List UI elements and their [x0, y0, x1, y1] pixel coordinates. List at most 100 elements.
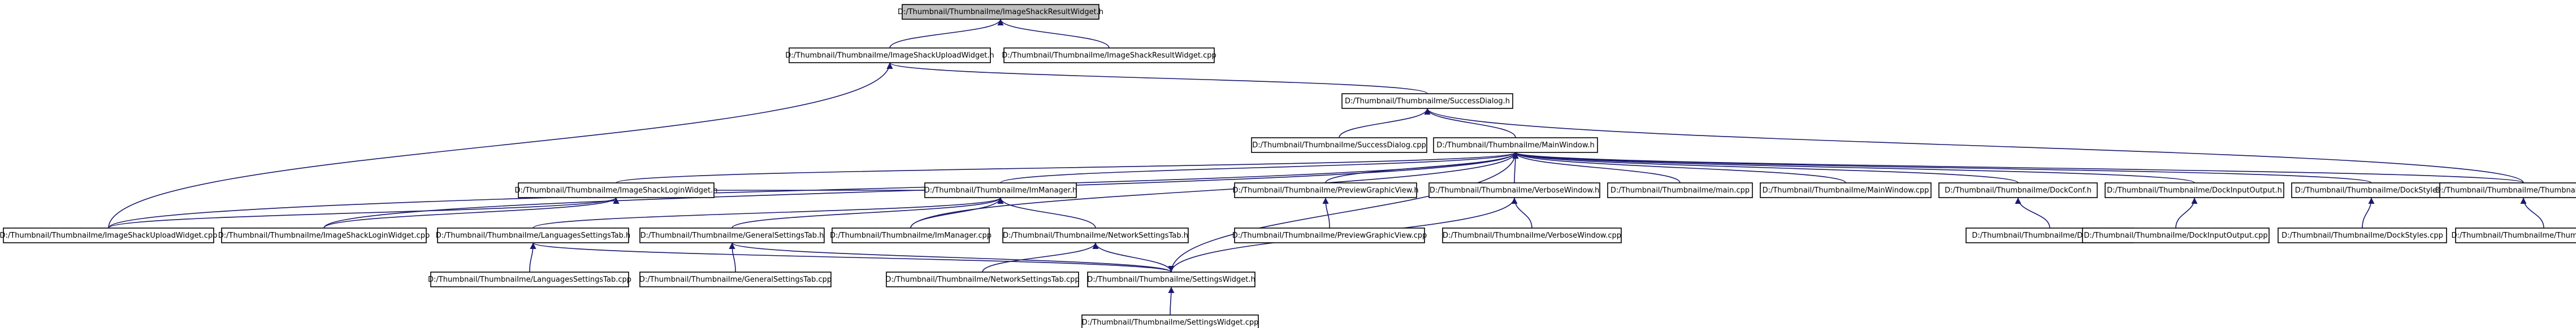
svg-text:D:/Thumbnail/ThumbnaiIme/Setti: D:/Thumbnail/ThumbnaiIme/SettingsWidget.… — [1082, 318, 1259, 327]
svg-text:D:/Thumbnail/ThumbnaiIme/DockI: D:/Thumbnail/ThumbnaiIme/DockInputOutput… — [2107, 186, 2282, 195]
svg-text:D:/Thumbnail/ThumbnaiIme/Netwo: D:/Thumbnail/ThumbnaiIme/NetworkSettings… — [885, 275, 1079, 284]
edge-n5-to-n3 — [1424, 108, 1516, 138]
edge-n16-to-n1 — [108, 62, 893, 229]
svg-text:D:/Thumbnail/ThumbnaiIme/Image: D:/Thumbnail/ThumbnaiIme/ImageShackLogin… — [218, 231, 430, 240]
edge-n22-to-n8 — [1322, 197, 1330, 229]
node-verbosewindow-h[interactable]: D:/Thumbnail/ThumbnaiIme/VerboseWindow.h — [1428, 182, 1600, 198]
svg-text:D:/Thumbnail/ThumbnaiIme/Previ: D:/Thumbnail/ThumbnaiIme/PreviewGraphicV… — [1232, 186, 1418, 195]
svg-text:D:/Thumbnail/ThumbnaiIme/DockS: D:/Thumbnail/ThumbnaiIme/DockStyles.h — [2295, 186, 2448, 195]
edge-n28-to-n19 — [729, 242, 1172, 273]
node-dockinputoutput-h[interactable]: D:/Thumbnail/ThumbnaiIme/DockInputOutput… — [2105, 182, 2284, 198]
edge-n1-to-n0 — [889, 19, 1004, 49]
svg-text:D:/Thumbnail/ThumbnaiIme/Gener: D:/Thumbnail/ThumbnaiIme/GeneralSettings… — [639, 275, 832, 284]
node-dockstyles-cpp[interactable]: D:/Thumbnail/ThumbnaiIme/DockStyles.cpp — [2278, 228, 2447, 243]
edge-n17-to-n6 — [323, 197, 620, 229]
node-immanager-h[interactable]: D:/Thumbnail/ThumbnaiIme/ImManager.h — [924, 182, 1077, 198]
svg-text:D:/Thumbnail/ThumbnaiIme/Langu: D:/Thumbnail/ThumbnaiIme/LanguagesSettin… — [436, 231, 631, 240]
svg-text:D:/Thumbnail/ThumbnaiIme/DockS: D:/Thumbnail/ThumbnaiIme/DockStyles.cpp — [2281, 231, 2443, 240]
node-imageshackuploadwidget-h[interactable]: D:/Thumbnail/ThumbnaiIme/ImageShackUploa… — [785, 47, 994, 63]
node-dockconf-h[interactable]: D:/Thumbnail/ThumbnaiIme/DockConf.h — [1938, 182, 2098, 198]
node-thumbnailengine-cpp[interactable]: D:/Thumbnail/ThumbnaiIme/ThumbnailEngine… — [2451, 228, 2576, 243]
edge-n4-to-n3 — [1339, 108, 1431, 138]
svg-text:D:/Thumbnail/ThumbnaiIme/Image: D:/Thumbnail/ThumbnaiIme/ImageShackLogin… — [514, 186, 717, 195]
node-languagessettingstab-cpp[interactable]: D:/Thumbnail/ThumbnaiIme/LanguagesSettin… — [428, 272, 631, 287]
node-main-cpp[interactable]: D:/Thumbnail/ThumbnaiIme/main.cpp — [1607, 182, 1753, 198]
edge-n2-to-n0 — [997, 19, 1110, 49]
svg-text:D:/Thumbnail/ThumbnaiIme/main.: D:/Thumbnail/ThumbnaiIme/main.cpp — [1610, 186, 1750, 195]
node-dockinputoutput-cpp[interactable]: D:/Thumbnail/ThumbnaiIme/DockInputOutput… — [2082, 228, 2270, 243]
edge-n21-to-n7 — [997, 197, 1096, 229]
svg-text:D:/Thumbnail/ThumbnaiIme/ImMan: D:/Thumbnail/ThumbnaiIme/ImManager.h — [924, 186, 1077, 195]
node-previewgraphicview-cpp[interactable]: D:/Thumbnail/ThumbnaiIme/PreviewGraphicV… — [1232, 228, 1427, 243]
node-settingswidget-cpp[interactable]: D:/Thumbnail/ThumbnaiIme/SettingsWidget.… — [1081, 314, 1259, 328]
edge-n14-to-n5 — [1513, 152, 2372, 183]
node-immanager-cpp[interactable]: D:/Thumbnail/ThumbnaiIme/ImManager.cpp — [830, 228, 992, 243]
node-successdialog-h[interactable]: D:/Thumbnail/ThumbnaiIme/SuccessDialog.h — [1341, 93, 1513, 109]
node-networksettingstab-cpp[interactable]: D:/Thumbnail/ThumbnaiIme/NetworkSettings… — [885, 272, 1080, 287]
edge-n24-to-n12 — [2015, 197, 2050, 229]
node-imageshackuploadwidget-cpp[interactable]: D:/Thumbnail/ThumbnaiIme/ImageShackUploa… — [0, 228, 217, 243]
node-previewgraphicview-h[interactable]: D:/Thumbnail/ThumbnaiIme/PreviewGraphicV… — [1232, 182, 1419, 198]
svg-text:D:/Thumbnail/ThumbnaiIme/ImMan: D:/Thumbnail/ThumbnaiIme/ImManager.cpp — [830, 231, 992, 240]
node-generalsettingstab-h[interactable]: D:/Thumbnail/ThumbnaiIme/GeneralSettings… — [639, 228, 825, 243]
svg-text:D:/Thumbnail/ThumbnaiIme/Verbo: D:/Thumbnail/ThumbnaiIme/VerboseWindow.c… — [1443, 231, 1621, 240]
svg-text:D:/Thumbnail/ThumbnaiIme/MainW: D:/Thumbnail/ThumbnaiIme/MainWindow.h — [1436, 141, 1594, 150]
node-dockstyles-h[interactable]: D:/Thumbnail/ThumbnaiIme/DockStyles.h — [2291, 182, 2452, 198]
edge-n15-to-n3 — [1424, 108, 2524, 183]
node-imageshackresultwidget-h[interactable]: D:/Thumbnail/ThumbnaiIme/ImageShackResul… — [898, 4, 1103, 20]
svg-text:D:/Thumbnail/ThumbnaiIme/Langu: D:/Thumbnail/ThumbnaiIme/LanguagesSettin… — [428, 275, 631, 284]
edge-n25-to-n13 — [2175, 197, 2198, 229]
svg-text:D:/Thumbnail/ThumbnaiIme/Thumb: D:/Thumbnail/ThumbnaiIme/ThumbnailEngine… — [2451, 231, 2576, 240]
edge-n11-to-n5 — [1512, 152, 1846, 183]
svg-text:D:/Thumbnail/ThumbnaiIme/Succe: D:/Thumbnail/ThumbnaiIme/SuccessDialog.c… — [1252, 141, 1426, 150]
node-imageshackloginwidget-h[interactable]: D:/Thumbnail/ThumbnaiIme/ImageShackLogin… — [514, 182, 718, 198]
svg-text:D:/Thumbnail/ThumbnaiIme/Verbo: D:/Thumbnail/ThumbnaiIme/VerboseWindow.h — [1430, 186, 1600, 195]
edge-n10-to-n5 — [1512, 152, 1681, 183]
svg-text:D:/Thumbnail/ThumbnaiIme/Image: D:/Thumbnail/ThumbnaiIme/ImageShackResul… — [898, 8, 1103, 16]
svg-text:D:/Thumbnail/ThumbnaiIme/Previ: D:/Thumbnail/ThumbnaiIme/PreviewGraphicV… — [1232, 231, 1427, 240]
edge-n29-to-n18 — [529, 242, 536, 273]
edge-n15-to-n5 — [1513, 152, 2524, 183]
edge-n16-to-n6 — [108, 197, 620, 229]
svg-text:D:/Thumbnail/ThumbnaiIme/Image: D:/Thumbnail/ThumbnaiIme/ImageShackResul… — [1002, 51, 1216, 60]
node-mainwindow-cpp[interactable]: D:/Thumbnail/ThumbnaiIme/MainWindow.cpp — [1760, 182, 1932, 198]
svg-text:D:/Thumbnail/ThumbnaiIme/Gener: D:/Thumbnail/ThumbnaiIme/GeneralSettings… — [640, 231, 824, 240]
node-imageshackresultwidget-cpp[interactable]: D:/Thumbnail/ThumbnaiIme/ImageShackResul… — [1002, 47, 1216, 63]
svg-text:D:/Thumbnail/ThumbnaiIme/Thumb: D:/Thumbnail/ThumbnaiIme/ThumbnailEngine… — [2435, 186, 2576, 195]
svg-text:D:/Thumbnail/ThumbnaiIme/Setti: D:/Thumbnail/ThumbnaiIme/SettingsWidget.… — [1087, 275, 1255, 284]
edge-n6-to-n5 — [616, 152, 1518, 183]
svg-text:D:/Thumbnail/ThumbnaiIme/Succe: D:/Thumbnail/ThumbnaiIme/SuccessDialog.h — [1345, 97, 1510, 106]
node-generalsettingstab-cpp[interactable]: D:/Thumbnail/ThumbnaiIme/GeneralSettings… — [639, 272, 832, 287]
node-settingswidget-h[interactable]: D:/Thumbnail/ThumbnaiIme/SettingsWidget.… — [1087, 272, 1255, 287]
edge-n28-to-n21 — [1092, 242, 1172, 273]
edge-n7-to-n5 — [1000, 152, 1519, 183]
edge-n30-to-n19 — [729, 242, 736, 273]
svg-text:D:/Thumbnail/ThumbnaiIme/Image: D:/Thumbnail/ThumbnaiIme/ImageShackUploa… — [785, 51, 994, 60]
edge-n20-to-n5 — [910, 152, 1519, 229]
svg-text:D:/Thumbnail/ThumbnaiIme/Netwo: D:/Thumbnail/ThumbnaiIme/NetworkSettings… — [1003, 231, 1188, 240]
node-thumbnailengine-h[interactable]: D:/Thumbnail/ThumbnaiIme/ThumbnailEngine… — [2435, 182, 2576, 198]
svg-text:D:/Thumbnail/ThumbnaiIme/DockC: D:/Thumbnail/ThumbnaiIme/DockConf.h — [1945, 186, 2092, 195]
edge-n23-to-n9 — [1511, 197, 1532, 229]
svg-text:D:/Thumbnail/ThumbnaiIme/DockI: D:/Thumbnail/ThumbnaiIme/DockInputOutput… — [2084, 231, 2267, 240]
edge-n12-to-n5 — [1512, 152, 2019, 183]
node-verbosewindow-cpp[interactable]: D:/Thumbnail/ThumbnaiIme/VerboseWindow.c… — [1442, 228, 1622, 243]
edge-n27-to-n15 — [2520, 197, 2544, 229]
edge-n20-to-n7 — [910, 197, 1004, 229]
node-networksettingstab-h[interactable]: D:/Thumbnail/ThumbnaiIme/NetworkSettings… — [1002, 228, 1189, 243]
edge-n31-to-n21 — [982, 242, 1099, 273]
edge-n13-to-n5 — [1512, 152, 2195, 183]
edge-n28-to-n5 — [1171, 152, 1519, 273]
node-imageshackloginwidget-cpp[interactable]: D:/Thumbnail/ThumbnaiIme/ImageShackLogin… — [218, 228, 430, 243]
edge-n18-to-n7 — [532, 197, 1004, 229]
node-languagessettingstab-h[interactable]: D:/Thumbnail/ThumbnaiIme/LanguagesSettin… — [436, 228, 631, 243]
node-mainwindow-h[interactable]: D:/Thumbnail/ThumbnaiIme/MainWindow.h — [1433, 137, 1598, 153]
svg-text:D:/Thumbnail/ThumbnaiIme/Image: D:/Thumbnail/ThumbnaiIme/ImageShackUploa… — [0, 231, 217, 240]
node-successdialog-cpp[interactable]: D:/Thumbnail/ThumbnaiIme/SuccessDialog.c… — [1251, 137, 1427, 153]
edge-n19-to-n7 — [731, 197, 1004, 229]
edge-n28-to-n18 — [530, 242, 1172, 273]
nodes-layer: D:/Thumbnail/ThumbnaiIme/ImageShackResul… — [0, 4, 2576, 328]
svg-text:D:/Thumbnail/ThumbnaiIme/MainW: D:/Thumbnail/ThumbnaiIme/MainWindow.cpp — [1763, 186, 1929, 195]
edge-n3-to-n1 — [886, 62, 1428, 94]
